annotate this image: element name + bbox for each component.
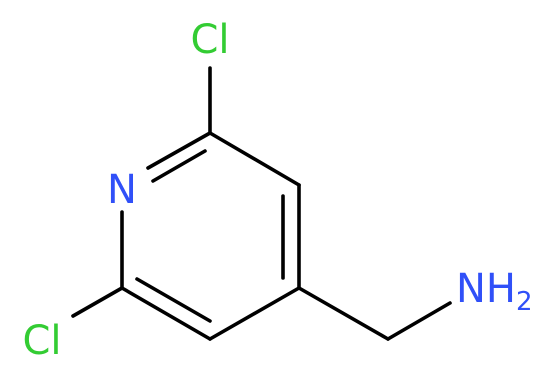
atom-amine-symbol: NH <box>456 266 516 312</box>
bond-c6-cl <box>71 286 124 318</box>
atom-cl-bottom: Cl <box>22 318 61 364</box>
atom-labels: Cl Cl N NH2 <box>22 17 532 364</box>
bond-c2-n1-double <box>151 149 207 183</box>
bond-ch2-n <box>386 301 452 341</box>
bond-c2-n1 <box>146 131 212 170</box>
atom-n-ring: N <box>107 167 137 213</box>
bond-c5-c6-double <box>135 277 212 323</box>
bond-c4-ch2 <box>297 286 390 341</box>
bond-c2-c3 <box>208 131 301 187</box>
atom-amine-subscript: 2 <box>516 287 533 317</box>
atom-amine: NH2 <box>456 266 533 317</box>
bond-c4-c5 <box>208 286 301 341</box>
atom-cl-top: Cl <box>190 17 229 63</box>
bonds <box>71 66 452 341</box>
bond-c5-c6 <box>120 286 212 341</box>
